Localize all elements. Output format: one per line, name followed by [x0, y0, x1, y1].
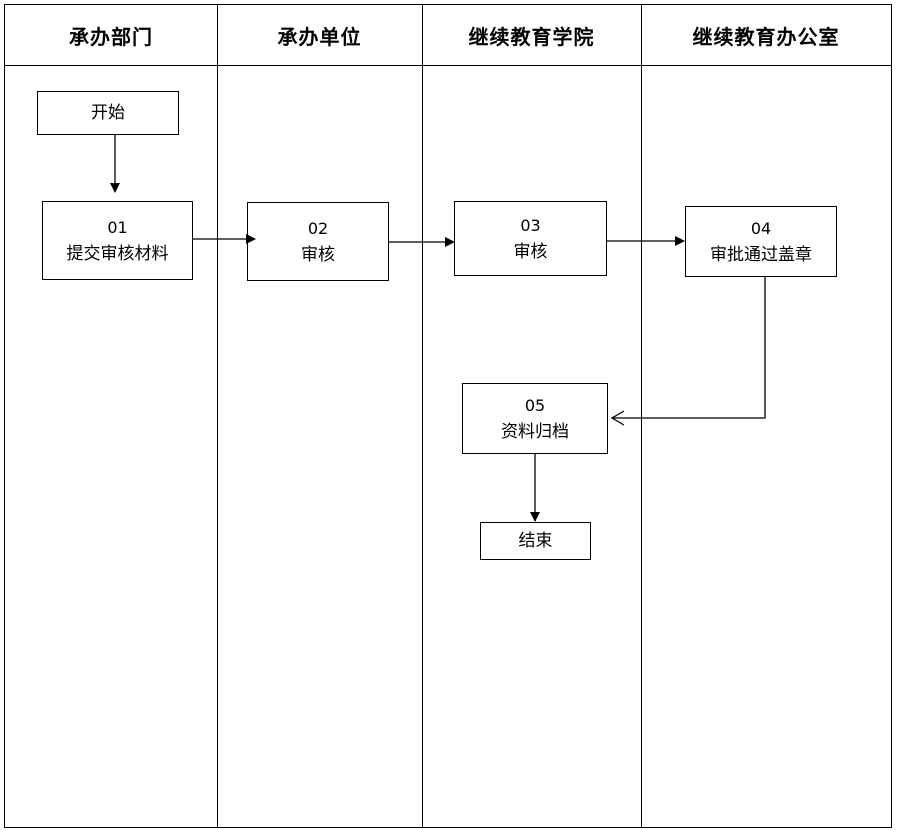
- node-step02-label: 审核: [301, 244, 335, 265]
- lane-divider-3: [641, 5, 642, 827]
- node-step04-number: 04: [750, 218, 772, 238]
- lane-header-continuing-edu-office: 继续教育办公室: [692, 24, 840, 49]
- node-step02: 02 审核: [247, 202, 389, 281]
- node-step05: 05 资料归档: [462, 383, 608, 454]
- swimlane-table: 承办部门 承办单位 继续教育学院 继续教育办公室: [4, 4, 892, 828]
- lane-divider-2: [422, 5, 423, 827]
- node-step02-number: 02: [307, 218, 329, 238]
- lane-header-sponsor-unit: 承办单位: [277, 24, 362, 49]
- node-end-label: 结束: [518, 530, 553, 551]
- lane-divider-1: [217, 5, 218, 827]
- lane-header-sponsor-dept: 承办部门: [69, 24, 153, 49]
- lane-header-row: 承办部门 承办单位 继续教育学院 继续教育办公室: [5, 5, 891, 66]
- node-step01-number: 01: [107, 217, 128, 237]
- node-step03: 03 审核: [454, 201, 607, 276]
- node-step01: 01 提交审核材料: [42, 201, 193, 280]
- node-step03-number: 03: [520, 215, 541, 235]
- node-step05-number: 05: [524, 395, 546, 415]
- lane-header-continuing-edu-college: 继续教育学院: [468, 24, 595, 49]
- node-step01-label: 提交审核材料: [66, 243, 169, 264]
- node-step03-label: 审核: [513, 241, 548, 262]
- node-step05-label: 资料归档: [501, 421, 569, 442]
- node-start: 开始: [37, 91, 179, 135]
- node-end: 结束: [480, 522, 591, 560]
- node-step04: 04 审批通过盖章: [685, 206, 837, 277]
- node-step04-label: 审批通过盖章: [710, 244, 812, 265]
- node-start-label: 开始: [91, 102, 125, 123]
